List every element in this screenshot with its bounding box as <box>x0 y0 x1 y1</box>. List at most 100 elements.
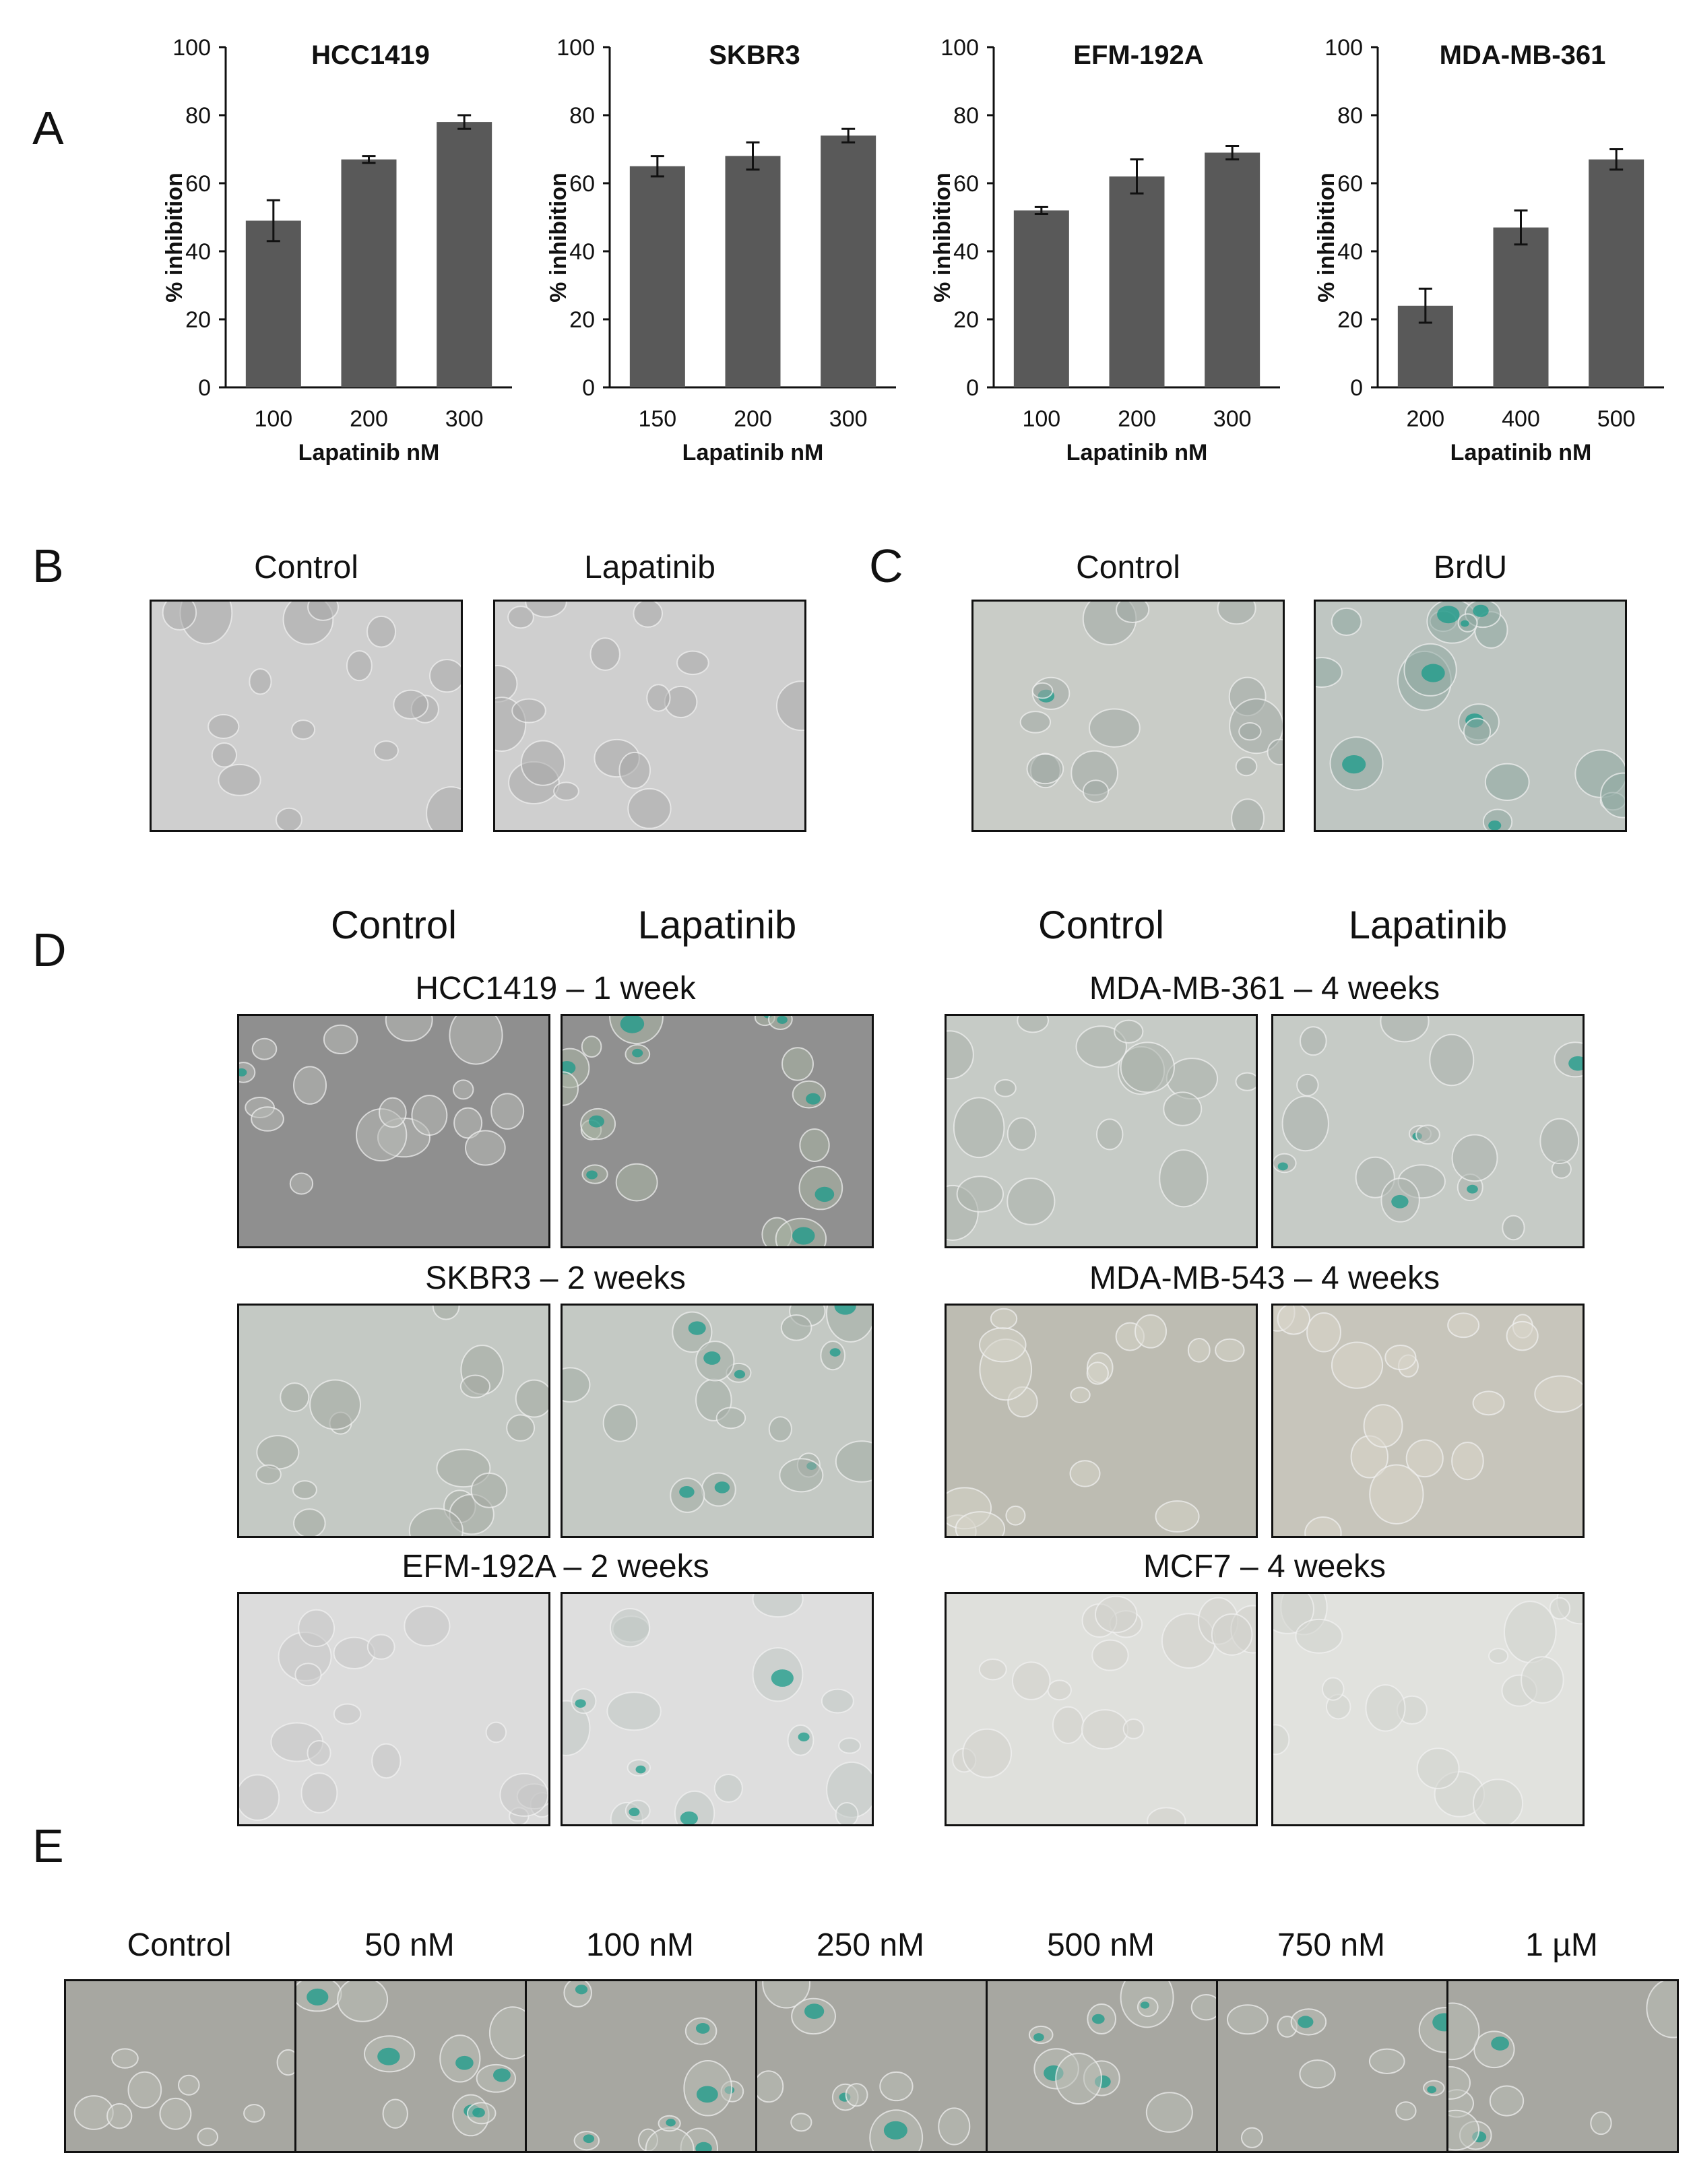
cell <box>382 2098 408 2129</box>
cell <box>955 1511 1006 1536</box>
micrograph-image <box>947 1016 1256 1246</box>
panel-letter-e: E <box>32 1820 64 1872</box>
stain-spot <box>563 1061 576 1075</box>
x-tick-label: 100 <box>254 406 292 432</box>
cell <box>470 1472 508 1508</box>
cell <box>1075 1025 1127 1068</box>
panel-d-header-control-left: Control <box>331 903 457 947</box>
micrograph-image <box>239 1306 548 1536</box>
micrograph-d-mcf7-lapatinib <box>1271 1592 1585 1826</box>
cell <box>768 1416 792 1442</box>
cell <box>1331 1341 1384 1389</box>
cell <box>255 1464 282 1485</box>
cell <box>1163 1091 1203 1126</box>
cell <box>323 1024 358 1055</box>
cell <box>1463 717 1492 746</box>
cell <box>1086 1361 1109 1385</box>
cell <box>1384 1344 1417 1371</box>
stain-spot <box>1140 2001 1150 2009</box>
stain-spot <box>688 1321 706 1335</box>
cell <box>453 1107 483 1139</box>
cell <box>1094 1595 1138 1634</box>
bar <box>821 135 876 388</box>
panel-e-label-750nm: 750 nM <box>1277 1927 1386 1963</box>
y-tick-label: 0 <box>198 375 211 401</box>
cell <box>602 1404 638 1442</box>
cell <box>790 2113 812 2132</box>
stain-spot <box>583 2134 595 2144</box>
cell <box>366 615 397 648</box>
cell <box>408 1508 464 1536</box>
micrograph-e-500nm <box>986 1979 1218 2153</box>
cell <box>1114 1019 1144 1043</box>
x-tick-label: 200 <box>734 406 772 432</box>
cell <box>1380 1016 1430 1043</box>
cell <box>465 1130 506 1166</box>
cell <box>1600 772 1625 818</box>
stain-spot <box>714 1481 730 1494</box>
micrograph-image <box>527 1981 755 2151</box>
x-tick-label: 300 <box>829 406 868 432</box>
cell <box>1240 2127 1263 2148</box>
micrograph-image <box>152 602 461 830</box>
stain-spot <box>1432 2013 1446 2032</box>
panel-d-row-mdamb361: MDA-MB-361 – 4 weeks <box>1089 971 1440 1006</box>
cell <box>1484 763 1530 802</box>
cell <box>1007 1117 1037 1151</box>
cell <box>291 719 316 740</box>
panel-letter-c: C <box>869 540 903 592</box>
stain-spot <box>1298 2016 1314 2028</box>
cell <box>615 1163 658 1202</box>
cell <box>1215 1338 1245 1362</box>
stain-spot <box>834 1306 856 1315</box>
stain-spot <box>629 1807 640 1817</box>
cell <box>1473 2030 1515 2069</box>
panel-b-label-lapatinib: Lapatinib <box>584 550 715 585</box>
cell <box>426 786 461 830</box>
x-tick-label: 200 <box>1118 406 1156 432</box>
cell <box>346 650 373 682</box>
stain-spot <box>703 1351 721 1365</box>
micrograph-image <box>563 1016 872 1246</box>
micrograph-b-lapatinib <box>493 600 806 832</box>
cell <box>1019 711 1052 734</box>
cell <box>1429 1033 1475 1087</box>
bar <box>1493 227 1549 387</box>
cell <box>1488 1648 1509 1665</box>
cell <box>1368 2048 1405 2074</box>
cell <box>780 1314 812 1341</box>
cell <box>1331 607 1362 637</box>
micrograph-d-mdamb543-control <box>945 1304 1258 1538</box>
cell <box>978 1658 1007 1681</box>
cell <box>275 807 302 830</box>
cell <box>956 1176 1004 1213</box>
stain-spot <box>1488 820 1502 830</box>
micrograph-d-skbr3-lapatinib <box>561 1304 874 1538</box>
y-tick-label: 60 <box>569 171 595 197</box>
bar <box>437 122 492 387</box>
y-tick-label: 20 <box>185 307 211 333</box>
cell <box>1447 1312 1480 1339</box>
cell <box>511 698 546 724</box>
cell <box>211 742 238 768</box>
cell <box>835 1801 859 1824</box>
bar <box>341 159 397 387</box>
cell <box>1226 2004 1269 2035</box>
panel-c-label-brdu: BrdU <box>1433 550 1508 585</box>
stain-spot <box>1568 1056 1583 1071</box>
micrograph-d-mdamb543-lapatinib <box>1271 1304 1585 1538</box>
cell <box>404 1605 451 1647</box>
cell <box>1549 1597 1571 1620</box>
cell <box>879 2071 914 2102</box>
bar <box>1109 176 1165 387</box>
panel-e-label-500nm: 500 nM <box>1046 1927 1155 1963</box>
cell <box>249 668 272 695</box>
cell <box>1299 2059 1336 2089</box>
cell <box>127 2071 162 2109</box>
cell <box>1155 1500 1200 1533</box>
micrograph-b-control <box>150 600 463 832</box>
stain-spot <box>814 1186 835 1202</box>
micrograph-image <box>1448 1981 1677 2151</box>
cell <box>1472 1778 1524 1824</box>
cell <box>159 2097 192 2130</box>
